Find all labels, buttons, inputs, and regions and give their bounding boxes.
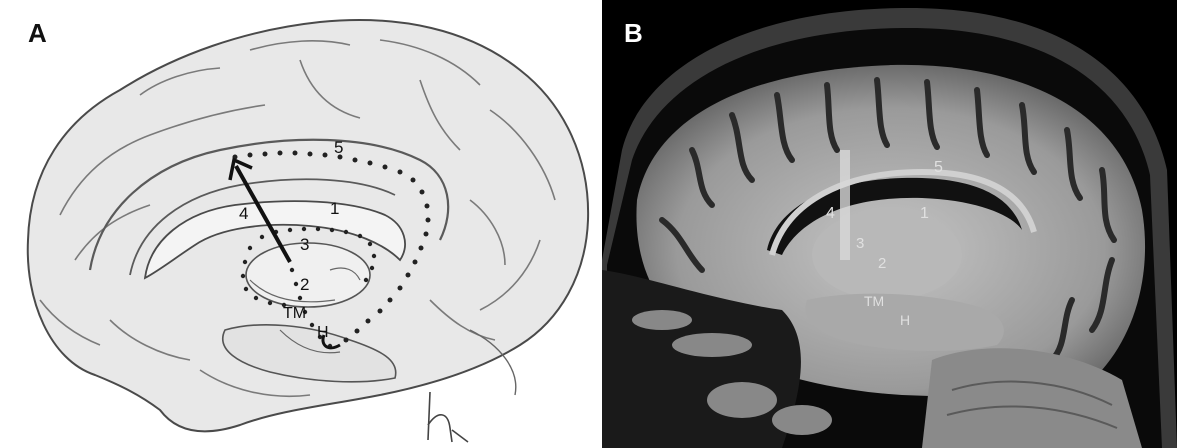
mri-label-1: 1 [920,205,929,222]
mri-sagittal-image: 5 4 1 3 2 TM H [602,0,1177,448]
mri-label-tm: TM [864,293,884,309]
mri-label-h: H [900,312,910,328]
brain-medial-drawing: 5 1 4 3 2 TM H [0,0,600,448]
label-3: 3 [300,235,309,254]
label-4: 4 [239,204,248,223]
mri-label-4: 4 [826,205,835,222]
label-2: 2 [300,275,309,294]
panel-b-mri: 5 4 1 3 2 TM H B [602,0,1177,448]
label-1: 1 [330,199,339,218]
panel-label-a: A [28,18,47,49]
panel-a-illustration: 5 1 4 3 2 TM H A [0,0,600,448]
label-h: H [317,324,329,341]
thalamus-mri [812,210,962,300]
mri-label-2: 2 [878,255,886,272]
label-5: 5 [334,138,343,157]
signature-mark [428,392,468,442]
label-tm: TM [283,305,306,322]
mri-label-5: 5 [934,159,943,176]
panel-label-b: B [624,18,643,49]
mri-label-3: 3 [856,235,864,252]
